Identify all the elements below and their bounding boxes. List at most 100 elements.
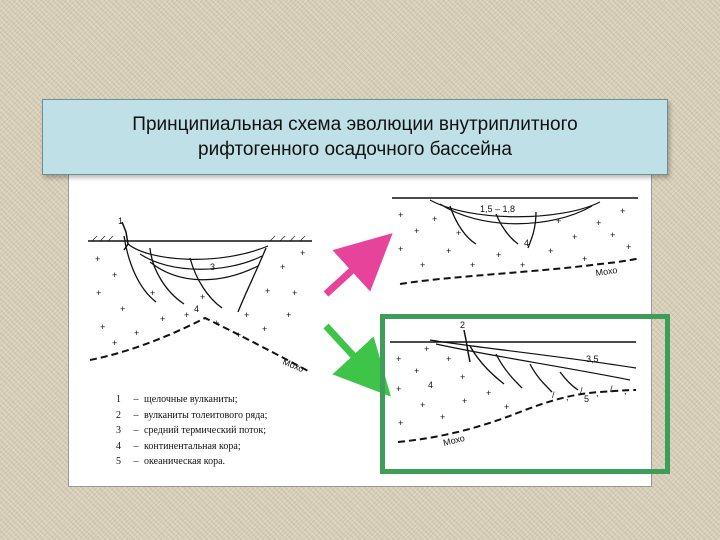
- br-crust-plus-signs: + + + + + + + + + + + +: [396, 344, 509, 428]
- slide-title: Принципиальная схема эволюции внутриплит…: [132, 114, 578, 160]
- left-basin-layer: [139, 253, 263, 270]
- svg-text:+: +: [398, 418, 403, 428]
- svg-text:+: +: [120, 304, 125, 314]
- svg-text:,: ,: [596, 388, 599, 398]
- svg-text:+: +: [620, 206, 625, 216]
- svg-text:+: +: [424, 344, 429, 354]
- br-fault-2: [495, 353, 523, 389]
- legend-dash: –: [133, 425, 139, 437]
- svg-text:+: +: [420, 400, 425, 410]
- legend-num: 5: [116, 456, 121, 468]
- svg-text:+: +: [556, 216, 561, 226]
- svg-text:+: +: [396, 354, 401, 364]
- svg-text:+: +: [626, 242, 631, 252]
- left-fault-4: [237, 247, 267, 313]
- svg-text:+: +: [462, 396, 467, 406]
- svg-text:+: +: [398, 210, 403, 220]
- svg-text:+: +: [572, 232, 577, 242]
- svg-text:+: +: [420, 260, 425, 270]
- br-label-35: 3,5: [586, 354, 599, 364]
- svg-text:+: +: [610, 230, 615, 240]
- svg-text:,: ,: [624, 386, 627, 396]
- left-moho-label: Мохо: [281, 357, 305, 374]
- highlight-frame: [380, 314, 670, 474]
- legend-text: вулканиты толеитового ряда;: [144, 409, 268, 421]
- svg-text:+: +: [432, 214, 437, 224]
- legend-num: 2: [116, 409, 121, 421]
- tr-basin-bottom: [439, 203, 593, 225]
- tr-crust-plus-signs: +++ +++ +++ +++ +++ +++: [398, 206, 631, 270]
- svg-text:+: +: [286, 310, 291, 320]
- left-crust-plus-signs: +++ +++ +++ +++ +++ +++ ++: [95, 248, 305, 348]
- legend-dash: –: [133, 440, 139, 452]
- tr-label-4: 4: [524, 238, 529, 248]
- left-rift-section: +++ +++ +++ +++ +++ +++ ++ 1 3 4 Мохо: [88, 216, 312, 374]
- svg-text:/: /: [610, 384, 613, 394]
- br-label-4: 4: [428, 380, 433, 390]
- left-fault-2: [149, 247, 185, 305]
- br-label-2: 2: [460, 320, 465, 330]
- legend-row: 1 – щелочные вулканиты;: [116, 392, 366, 408]
- legend-num: 4: [116, 440, 121, 452]
- svg-text:+: +: [486, 388, 491, 398]
- left-basin-fill-top: [127, 243, 269, 260]
- svg-text:+: +: [300, 248, 305, 258]
- svg-text:+: +: [596, 218, 601, 228]
- br-volcanic-dike: [463, 329, 471, 363]
- svg-text:+: +: [460, 372, 465, 382]
- top-right-rift-section: +++ +++ +++ +++ +++ +++ 1,5 – 1,8 4 Мохо: [392, 197, 641, 285]
- tr-moho-label: Мохо: [595, 265, 618, 278]
- pink-arrow: [323, 233, 393, 297]
- svg-text:+: +: [112, 338, 117, 348]
- svg-text:,: ,: [566, 392, 569, 402]
- br-fault-1: [469, 345, 505, 385]
- svg-text:+: +: [414, 366, 419, 376]
- legend-text: средний термический поток;: [144, 425, 267, 437]
- legend-row: 3 – средний термический поток;: [116, 423, 366, 439]
- svg-text:+: +: [496, 250, 501, 260]
- legend-row: 2 – вулканиты толеитового ряда;: [116, 408, 366, 424]
- legend-num: 1: [116, 394, 121, 406]
- br-fault-4: [559, 371, 579, 391]
- tr-heat-flow-label: 1,5 – 1,8: [480, 204, 515, 214]
- tr-basin-top: [429, 199, 601, 218]
- legend-text: океаническая кора.: [144, 456, 226, 468]
- svg-text:+: +: [548, 246, 553, 256]
- svg-text:+: +: [470, 260, 475, 270]
- bottom-right-rift-section: +++ +++ +++ +++ /,/ ,/, 2 3,5 4 5 Мохо: [390, 320, 637, 448]
- svg-text:+: +: [440, 412, 445, 422]
- left-fault-1: [123, 235, 157, 303]
- br-label-5: 5: [584, 394, 589, 404]
- br-fault-3: [529, 363, 553, 393]
- br-layer-1: [429, 339, 637, 369]
- svg-text:+: +: [446, 354, 451, 364]
- svg-text:+: +: [292, 288, 297, 298]
- tr-moho-line: [399, 257, 641, 285]
- legend-dash: –: [133, 456, 139, 468]
- left-basin-bottom: [149, 261, 259, 281]
- svg-text:+: +: [244, 310, 249, 320]
- svg-text:+: +: [160, 314, 165, 324]
- svg-text:+: +: [396, 384, 401, 394]
- legend-text: щелочные вулканиты;: [144, 394, 238, 406]
- svg-text:+: +: [100, 322, 105, 332]
- br-moho-line: [397, 389, 637, 443]
- svg-text:+: +: [446, 246, 451, 256]
- left-fault-3: [189, 257, 223, 309]
- svg-text:+: +: [456, 228, 461, 238]
- svg-text:+: +: [398, 244, 403, 254]
- svg-text:+: +: [150, 288, 155, 298]
- svg-text:+: +: [280, 262, 285, 272]
- legend-dash: –: [133, 394, 139, 406]
- left-volcano: [121, 221, 129, 251]
- left-moho-line: [89, 316, 311, 373]
- left-label-1: 1: [118, 216, 123, 226]
- svg-text:+: +: [236, 330, 241, 340]
- svg-text:+: +: [265, 286, 270, 296]
- svg-text:+: +: [214, 318, 219, 328]
- svg-text:/: /: [552, 390, 555, 400]
- svg-text:+: +: [504, 402, 509, 412]
- svg-text:+: +: [262, 324, 267, 334]
- svg-text:+: +: [414, 226, 419, 236]
